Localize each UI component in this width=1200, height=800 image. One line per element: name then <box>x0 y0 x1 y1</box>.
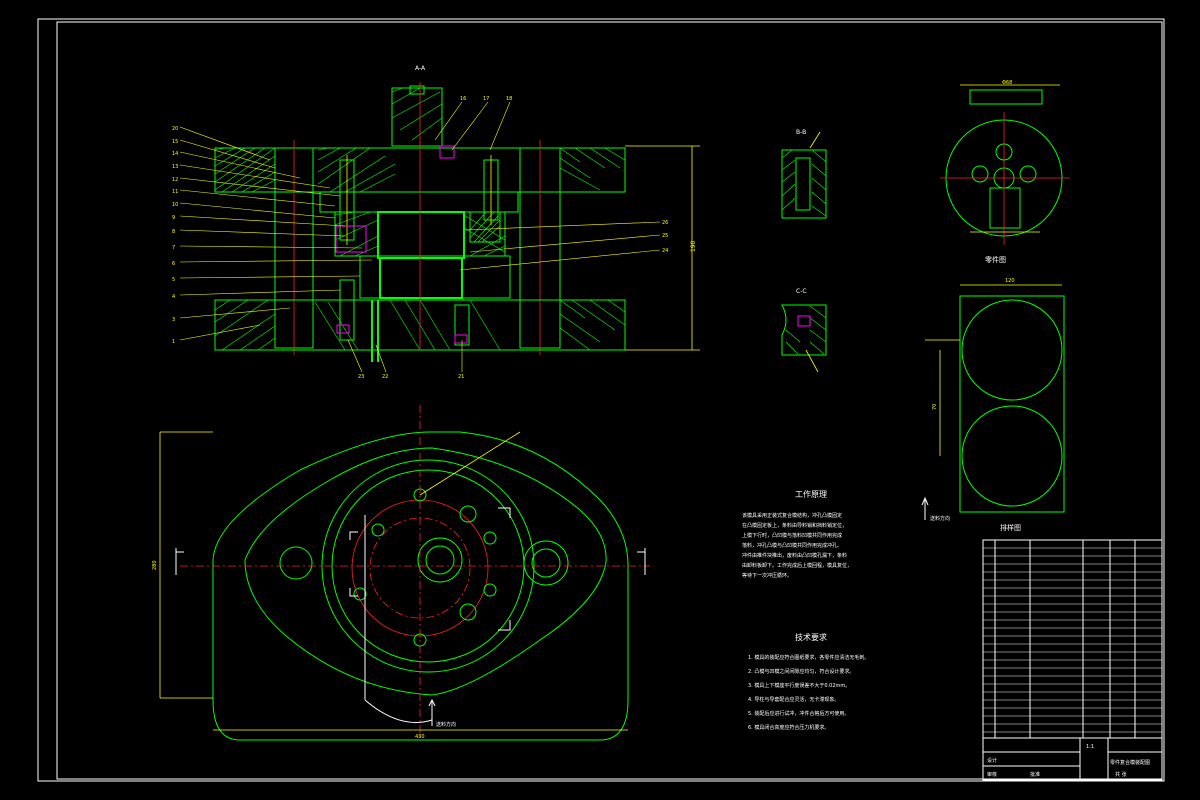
svg-text:23: 23 <box>358 374 364 380</box>
tech-requirement-3: 3. 模具上下模座平行度误差不大于0.02mm。 <box>748 682 850 689</box>
tech-requirement-1: 1. 模具的装配应符合图纸要求，各零件应清洁无毛刺。 <box>748 654 869 661</box>
svg-text:21: 21 <box>458 374 464 380</box>
work-principle-line-4: 落料，冲孔凸模与凸凹模共同作用完成冲孔。 <box>742 542 842 549</box>
svg-text:8: 8 <box>172 229 175 235</box>
svg-text:6: 6 <box>172 261 175 267</box>
svg-text:16: 16 <box>460 96 466 102</box>
part-drawing-label: 零件图 <box>985 255 1006 264</box>
main-section-view: A-A <box>172 65 700 380</box>
svg-text:1: 1 <box>172 339 175 345</box>
section-bb-label: B-B <box>796 129 806 136</box>
svg-text:9: 9 <box>172 215 175 221</box>
svg-text:10: 10 <box>172 202 178 208</box>
work-principle-line-7: 等待下一次冲压循环。 <box>742 572 792 579</box>
work-principle-line-5: 冲件由推件块推出，废料由凸凹模孔漏下，条料 <box>742 552 847 559</box>
title-block: 零件复合模装配图 1:1 设计 审核 批准 共 张 <box>982 737 1163 781</box>
section-bb-view: B-B <box>781 129 827 219</box>
layout-drawing-label: 排样图 <box>1000 523 1021 532</box>
svg-text:22: 22 <box>382 374 388 380</box>
title-block-approver: 批准 <box>1030 771 1040 778</box>
layout-feed-direction: 送料方向 <box>930 515 950 522</box>
layout-pitch-dimension: 70 <box>932 404 938 410</box>
svg-text:26: 26 <box>662 220 668 226</box>
work-principle-line-3: 上模下行时，凸凹模与落料凹模共同作用完成 <box>742 532 842 539</box>
plan-width-dimension: 430 <box>415 734 425 740</box>
svg-text:5: 5 <box>172 277 175 283</box>
svg-text:4: 4 <box>172 294 175 300</box>
svg-text:11: 11 <box>172 189 178 195</box>
svg-text:18: 18 <box>506 96 512 102</box>
tech-requirement-2: 2. 凸模与凹模之间间隙应均匀，符合设计要求。 <box>748 668 854 675</box>
tech-requirements-title: 技术要求 <box>795 632 827 642</box>
title-block-drawing-title: 零件复合模装配图 <box>1110 759 1150 766</box>
svg-text:12: 12 <box>172 177 178 183</box>
svg-text:14: 14 <box>172 151 178 157</box>
plan-feed-direction: 送料方向 <box>436 721 456 728</box>
part-width-dimension: Φ68 <box>1002 80 1012 86</box>
title-block-designer: 设计 <box>987 757 997 764</box>
svg-text:3: 3 <box>172 317 175 323</box>
technical-requirements-note: 技术要求 1. 模具的装配应符合图纸要求，各零件应清洁无毛刺。 2. 凸模与凹模… <box>748 632 869 731</box>
parts-list-table <box>982 539 1163 739</box>
tech-requirement-4: 4. 导柱与导套配合应灵活，无卡滞现象。 <box>748 696 839 703</box>
title-block-checker: 审核 <box>987 771 997 778</box>
section-aa-label: A-A <box>415 65 426 72</box>
tech-requirement-5: 5. 装配后应进行试冲，冲件合格后方可使用。 <box>748 710 849 717</box>
plan-height-dimension: 280 <box>152 560 158 570</box>
section-cc-view: C-C <box>781 288 827 373</box>
work-principle-line-2: 在凸模固定板上，条料由导料销和挡料销定位， <box>742 522 847 529</box>
svg-text:25: 25 <box>662 233 668 239</box>
layout-width-dimension: 120 <box>1005 278 1015 284</box>
work-principle-title: 工作原理 <box>795 489 827 499</box>
plan-view: 280 430 送料方向 <box>152 405 650 741</box>
svg-text:24: 24 <box>662 248 668 254</box>
svg-text:17: 17 <box>483 96 489 102</box>
title-block-scale: 1:1 <box>1086 744 1094 750</box>
section-height-dimension: 190 <box>690 240 697 252</box>
svg-text:13: 13 <box>172 164 178 170</box>
svg-text:7: 7 <box>172 245 175 251</box>
layout-drawing: 120 70 送料方向 排样图 <box>921 278 1065 532</box>
section-cc-label: C-C <box>796 288 807 295</box>
title-block-sheet: 共 张 <box>1115 771 1127 778</box>
svg-text:15: 15 <box>172 139 178 145</box>
work-principle-line-1: 该模具采用正装式复合模结构，冲孔凸模固定 <box>742 512 842 519</box>
svg-text:20: 20 <box>172 126 178 132</box>
tech-requirement-6: 6. 模具闭合高度应符合压力机要求。 <box>748 724 829 731</box>
drawing-frame <box>37 18 1165 782</box>
part-drawing: Φ68 零件图 <box>940 80 1070 264</box>
work-principle-line-6: 由卸料板卸下。工作完成后上模回程，模具复位， <box>742 562 852 569</box>
work-principle-note: 工作原理 该模具采用正装式复合模结构，冲孔凸模固定 在凸模固定板上，条料由导料销… <box>742 489 852 579</box>
